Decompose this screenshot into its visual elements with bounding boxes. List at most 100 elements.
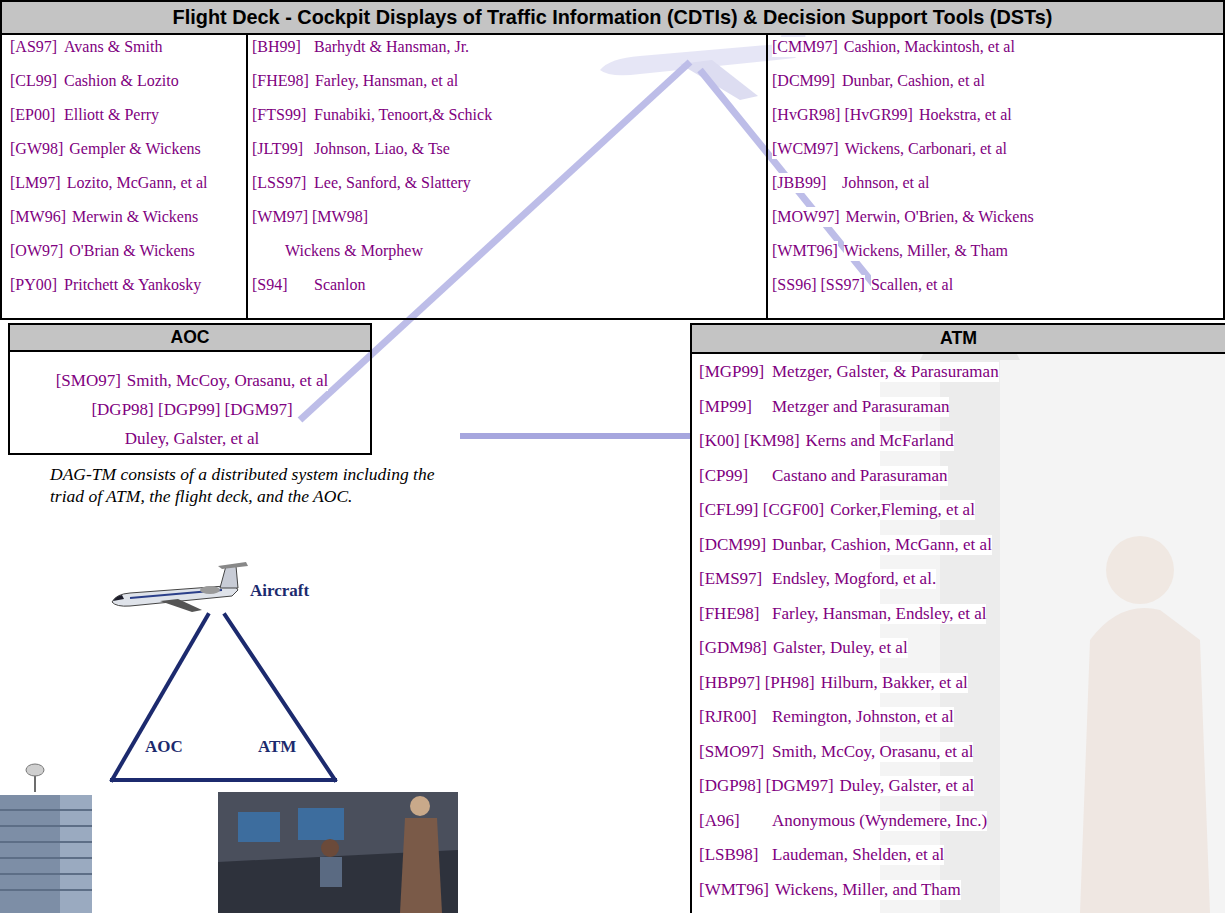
reference-authors: Barhydt & Hansman, Jr. (314, 37, 469, 57)
aircraft-tail (220, 566, 238, 588)
panel-heading: AOC (10, 325, 370, 352)
reference-authors: Hilburn, Bakker, et al (821, 673, 968, 693)
reference-tag: [MGP99] (699, 362, 764, 382)
reference-tag: [HBP97] [PH98] (699, 673, 815, 693)
reference-tag: [CP99] (699, 466, 748, 486)
reference-authors: Farley, Hansman, et al (315, 71, 458, 91)
reference-authors: Corker,Fleming, et al (830, 500, 975, 520)
reference-tag: [CFL99] [CGF00] (699, 500, 824, 520)
reference-authors: Cashion, Mackintosh, et al (844, 37, 1015, 57)
reference-authors: O'Brian & Wickens (69, 241, 194, 261)
reference-tag: [A96] (699, 811, 740, 831)
vertex-label: AOC (145, 737, 183, 757)
reference-tag: [SS96] [SS97] (772, 275, 865, 295)
controller-body (320, 857, 342, 887)
reference-authors: Anonymous (Wyndemere, Inc.) (772, 811, 987, 831)
radar-screen (298, 808, 344, 840)
antenna-dish (26, 764, 44, 776)
reference-authors: Johnson, et al (842, 173, 930, 193)
reference-authors: Merwin, O'Brien, & Wickens (846, 207, 1034, 227)
reference-panel: ATM[MGP99]Metzger, Galster, & Parasurama… (690, 323, 1225, 913)
aircraft-cockpit (113, 595, 124, 601)
reference-tag: [JLT99] (252, 139, 303, 159)
building-window-row (0, 889, 92, 891)
reference-tag: [EP00] (10, 105, 55, 125)
reference-authors: Endsley, Mogford, et al. (772, 569, 936, 589)
reference-tag: [HvGR98] [HvGR99] (772, 105, 913, 125)
aircraft-stabilizer (218, 562, 248, 569)
reference-authors: Lozito, McGann, et al (67, 173, 208, 193)
triad-vertex: AOC (112, 733, 192, 780)
triad-link (112, 778, 335, 782)
reference-tag: [DCM99] (699, 535, 766, 555)
reference-tag: [JBB99] (772, 173, 826, 193)
reference-tag: [BH99] (252, 37, 301, 57)
reference-tag: [RJR00] (699, 707, 757, 727)
reference-tag: [WCM97] (772, 139, 839, 159)
reference-tag: [SMO97] (56, 371, 121, 391)
triad-vertex: ATM (255, 733, 335, 780)
reference-tag: [S94] (252, 275, 288, 295)
reference-tag: [WM97] [MW98] (252, 207, 368, 227)
reference-authors: Galster, Duley, et al (773, 638, 908, 658)
reference-tag: [GDM98] (699, 638, 767, 658)
reference-tag: [FHE98] (699, 604, 759, 624)
triad-vertex: Aircraft (112, 555, 332, 615)
reference-tag: [K00] [KM98] (699, 431, 800, 451)
reference-authors: Smith, McCoy, Orasanu, et al (127, 371, 328, 391)
aoc-building (0, 795, 92, 913)
reference-panel: AOC[SMO97]Smith, McCoy, Orasanu, et al[D… (8, 323, 372, 455)
aoc-building-side (60, 795, 92, 913)
reference-tag: [PY00] (10, 275, 57, 295)
reference-authors: Hoekstra, et al (919, 105, 1012, 125)
triad-link (112, 615, 208, 780)
reference-tag: [FTS99] (252, 105, 306, 125)
reference-authors: Kerns and McFarland (806, 431, 954, 451)
reference-authors: Metzger, Galster, & Parasuraman (772, 362, 999, 382)
reference-authors: Farley, Hansman, Endsley, et al (772, 604, 986, 624)
reference-authors: Funabiki, Tenoort,& Schick (314, 105, 492, 125)
building-window-row (0, 873, 92, 875)
reference-tag: [SMO97] (699, 742, 764, 762)
reference-tag: [CL99] (10, 71, 57, 91)
reference-tag: [AS97] (10, 37, 57, 57)
reference-authors: Lee, Sanford, & Slattery (314, 173, 471, 193)
aircraft-wing (160, 599, 202, 612)
reference-authors: Smith, McCoy, Orasanu, et al (772, 742, 973, 762)
reference-authors: Duley, Galster, et al (125, 429, 260, 449)
reference-authors: Remington, Johnston, et al (772, 707, 954, 727)
reference-authors: Dunbar, Cashion, McGann, et al (772, 535, 992, 555)
control-room (218, 792, 458, 913)
reference-authors: Gempler & Wickens (69, 139, 200, 159)
reference-authors: Wickens, Miller, and Tham (775, 880, 961, 900)
column-divider (246, 33, 248, 318)
reference-authors: Metzger and Parasuraman (772, 397, 949, 417)
reference-authors: Elliott & Perry (64, 105, 159, 125)
reference-tag: [MOW97] (772, 207, 840, 227)
reference-authors: Duley, Galster, et al (840, 776, 975, 796)
aircraft-engine (200, 586, 220, 594)
reference-tag: [LM97] (10, 173, 61, 193)
radar-screen (238, 812, 280, 842)
reference-authors: Avans & Smith (64, 37, 162, 57)
reference-tag: [LSB98] (699, 845, 759, 865)
reference-tag: [MP99] (699, 397, 752, 417)
reference-panel: Flight Deck - Cockpit Displays of Traffi… (0, 0, 1225, 320)
reference-authors: Merwin & Wickens (72, 207, 198, 227)
reference-authors: Laudeman, Shelden, et al (772, 845, 944, 865)
reference-authors: Scallen, et al (871, 275, 953, 295)
reference-authors: Cashion & Lozito (64, 71, 179, 91)
building-window-row (0, 857, 92, 859)
reference-tag: [OW97] (10, 241, 63, 261)
vertex-label: ATM (258, 737, 296, 757)
panel-heading: Flight Deck - Cockpit Displays of Traffi… (2, 2, 1223, 35)
building-window-row (0, 841, 92, 843)
faded-person-head (1106, 536, 1174, 604)
vertex-label: Aircraft (250, 581, 309, 601)
reference-authors: Dunbar, Cashion, et al (842, 71, 985, 91)
reference-authors: Wickens, Carbonari, et al (845, 139, 1007, 159)
reference-tag: [FHE98] (252, 71, 309, 91)
